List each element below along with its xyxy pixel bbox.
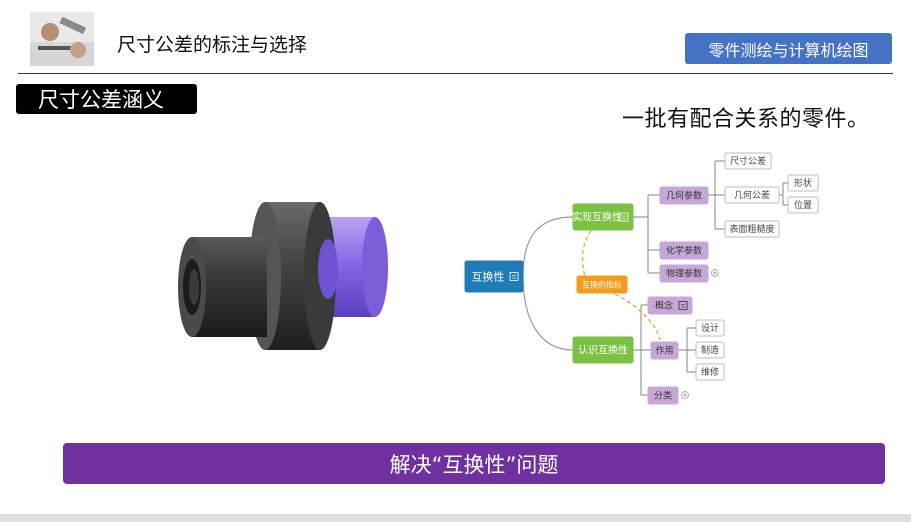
node-classification: 分类 xyxy=(648,387,678,404)
svg-text:概念: 概念 xyxy=(655,300,673,312)
node-geometric-params: 几何参数 xyxy=(660,187,708,204)
expand-plus-icon[interactable] xyxy=(712,270,719,277)
svg-text:物理参数: 物理参数 xyxy=(666,268,702,280)
node-design: 设计 xyxy=(696,320,724,336)
svg-text:几何公差: 几何公差 xyxy=(734,189,770,201)
svg-text:设计: 设计 xyxy=(701,322,719,334)
lead-text: 一批有配合关系的零件。 xyxy=(622,101,870,133)
header-divider xyxy=(18,73,893,74)
node-function: 作用 xyxy=(651,342,678,359)
node-concept: 概念 xyxy=(648,297,692,314)
node-dimension-tolerance: 尺寸公差 xyxy=(725,153,771,169)
node-maintenance: 维修 xyxy=(696,364,724,380)
svg-text:认识互换性: 认识互换性 xyxy=(578,344,628,357)
svg-text:尺寸公差: 尺寸公差 xyxy=(730,155,766,167)
page-title: 尺寸公差的标注与选择 xyxy=(117,30,307,57)
section-tag: 尺寸公差涵义 xyxy=(16,84,197,114)
branch-node-realize: 实现互换性 xyxy=(572,204,633,230)
conclusion-banner: 解决“互换性”问题 xyxy=(63,443,885,484)
connector-label-indicator: 互换的指标 xyxy=(577,276,627,293)
bushing-part-image xyxy=(170,190,410,364)
expand-plus-icon[interactable] xyxy=(682,392,689,399)
node-surface-roughness: 表面粗糙度 xyxy=(725,221,779,237)
branch-node-understand: 认识互换性 xyxy=(573,337,633,363)
node-physical-params: 物理参数 xyxy=(660,265,708,282)
svg-text:几何参数: 几何参数 xyxy=(666,190,702,202)
node-chemical-params: 化学参数 xyxy=(660,242,708,259)
svg-text:互换性: 互换性 xyxy=(472,269,505,283)
svg-text:分类: 分类 xyxy=(654,390,672,402)
svg-text:互换的指标: 互换的指标 xyxy=(582,279,622,289)
svg-text:作用: 作用 xyxy=(655,345,673,357)
interchangeability-mindmap: 互换性 实现互换性认识互换性 互换的指标 几何参数化学参数物理参数 尺寸公差几何公差表面… xyxy=(455,145,855,419)
node-position: 位置 xyxy=(788,197,818,213)
root-node-interchangeability: 互换性 xyxy=(465,261,523,292)
node-geometric-tolerance: 几何公差 xyxy=(725,187,779,203)
svg-text:化学参数: 化学参数 xyxy=(666,245,702,257)
bottom-strip xyxy=(0,514,911,522)
svg-text:形状: 形状 xyxy=(794,177,812,189)
svg-text:位置: 位置 xyxy=(794,199,812,211)
node-form: 形状 xyxy=(788,175,818,191)
svg-text:实现互换性: 实现互换性 xyxy=(572,211,622,224)
svg-text:维修: 维修 xyxy=(701,366,719,378)
course-badge: 零件测绘与计算机绘图 xyxy=(685,33,892,64)
header-photo xyxy=(30,12,94,66)
svg-text:表面粗糙度: 表面粗糙度 xyxy=(729,223,774,235)
node-manufacture: 制造 xyxy=(696,342,724,358)
svg-text:制造: 制造 xyxy=(701,344,719,356)
